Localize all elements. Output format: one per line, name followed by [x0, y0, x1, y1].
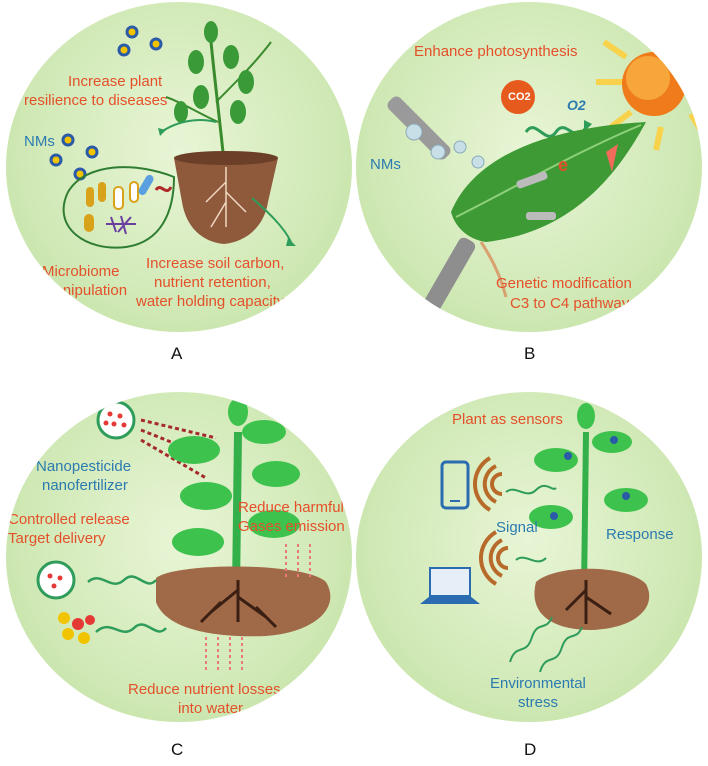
- text-soil-3: water holding capacity: [136, 293, 285, 310]
- caption-c: C: [171, 740, 184, 759]
- microbiome-bubble: [62, 166, 176, 249]
- panel-c-illustration: [36, 398, 331, 672]
- text-stress-1: Environmental: [490, 675, 586, 692]
- text-losses-1: Reduce nutrient losses: [128, 681, 281, 698]
- text-sensors: Plant as sensors: [452, 411, 563, 428]
- text-release-1: Controlled release: [8, 511, 130, 528]
- leaf-icon: [451, 122, 646, 242]
- panel-c: Nanopesticide nanofertilizer Controlled …: [6, 392, 352, 722]
- text-signal: Signal: [496, 519, 538, 536]
- signal-wave-icon: [472, 456, 509, 586]
- panel-a-illustration: [49, 21, 296, 249]
- panel-b: Enhance photosynthesis NMs CO2 O2 e Gene…: [356, 2, 702, 332]
- nanocapsule-icon: [96, 400, 136, 440]
- smartphone-icon: [440, 460, 470, 510]
- plant-icon: [168, 398, 300, 593]
- text-response: Response: [606, 526, 674, 543]
- panel-d-illustration: [420, 403, 650, 673]
- caption-b: B: [524, 344, 536, 363]
- text-electron: e: [558, 155, 569, 175]
- panel-a: Increase plant resilience to diseases NM…: [6, 2, 352, 332]
- text-nano-2: nanofertilizer: [42, 477, 128, 494]
- text-co2: CO2: [508, 91, 531, 103]
- text-gases-2: Gases emission: [238, 518, 345, 535]
- text-nano-1: Nanopesticide: [36, 458, 132, 475]
- co2-molecule-icon: [501, 80, 535, 114]
- text-soil-2: nutrient retention,: [154, 274, 271, 291]
- plant-icon: [165, 21, 272, 163]
- text-genetic-1: Genetic modification: [496, 275, 632, 292]
- text-resilience-2: resilience to diseases: [24, 92, 168, 109]
- panel-b-illustration: [387, 18, 702, 321]
- text-microbiome-2: manipulation: [42, 282, 128, 299]
- text-genetic-2: C3 to C4 pathway: [510, 295, 630, 312]
- text-stress-2: stress: [518, 694, 559, 711]
- plant-icon: [529, 403, 648, 593]
- caption-a: A: [171, 344, 183, 363]
- text-gases-1: Reduce harmful: [238, 499, 344, 516]
- text-release-2: Target delivery: [8, 530, 106, 547]
- text-nms-a: NMs: [24, 133, 55, 150]
- laptop-icon: [420, 567, 480, 604]
- caption-d: D: [524, 740, 537, 759]
- text-soil-1: Increase soil carbon,: [146, 255, 285, 272]
- text-o2: O2: [567, 97, 586, 113]
- microbe-icon: [84, 174, 173, 235]
- text-resilience-1: Increase plant: [68, 73, 163, 90]
- text-microbiome-1: Microbiome: [42, 263, 120, 280]
- text-losses-2: into water: [178, 700, 244, 717]
- panel-d: Plant as sensors Signal Response Environ…: [356, 392, 702, 722]
- sun-icon: [596, 18, 702, 151]
- text-nms-b: NMs: [370, 156, 401, 173]
- text-photosynthesis: Enhance photosynthesis: [414, 43, 578, 60]
